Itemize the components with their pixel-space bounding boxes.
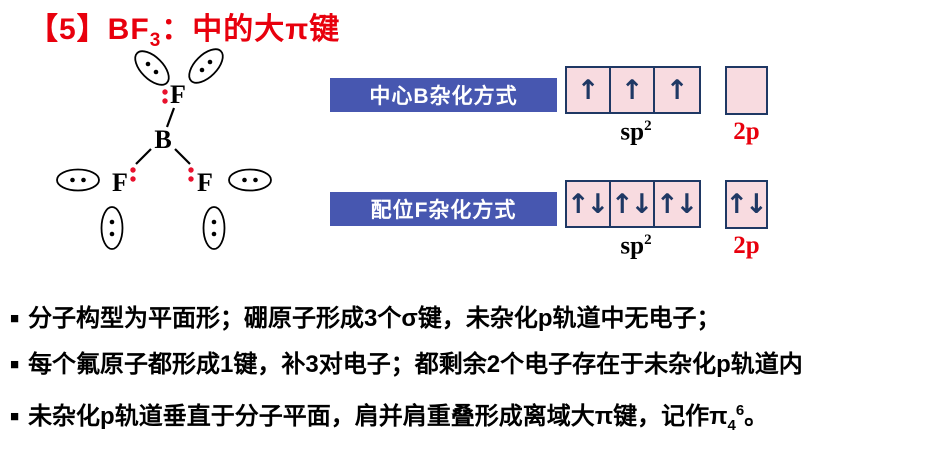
p-electron-red-dots bbox=[130, 89, 194, 182]
atom-f-right: F bbox=[197, 168, 213, 197]
bf3-lewis-structure: F B F F bbox=[56, 48, 272, 250]
sp-exponent: 2 bbox=[644, 232, 652, 248]
pi-superscript: 6 bbox=[735, 402, 745, 419]
note-text-tail: 。 bbox=[744, 403, 769, 430]
electron-arrow: ↑ bbox=[620, 74, 644, 106]
square-bullet-icon: ■ bbox=[10, 310, 20, 327]
2p-label: 2p bbox=[733, 232, 760, 259]
atom-f-left: F bbox=[112, 168, 128, 197]
pi-subscript: 4 bbox=[727, 416, 736, 434]
note-text: 每个氟原子都形成1键，补3对电子；都剩余2个电子存在于未杂化p轨道内 bbox=[28, 351, 803, 378]
sigma-bonds bbox=[135, 107, 191, 165]
electron-arrow: ↑↓ bbox=[725, 189, 767, 220]
note-line-2: ■ 每个氟原子都形成1键，补3对电子；都剩余2个电子存在于未杂化p轨道内 bbox=[10, 342, 803, 388]
orbital-box: ↑↓ bbox=[655, 182, 699, 226]
2p-label: 2p bbox=[733, 118, 760, 145]
orbital-box: ↑ bbox=[611, 68, 655, 112]
sp-base: sp bbox=[620, 118, 645, 146]
sp2-label: sp2 bbox=[565, 118, 707, 146]
electron-arrow: ↑↓ bbox=[610, 188, 653, 220]
sp-base: sp bbox=[620, 232, 645, 260]
note-text: 分子构型为平面形；硼原子形成3个σ键，未杂化p轨道中无电子； bbox=[28, 305, 721, 332]
note-line-1: ■ 分子构型为平面形；硼原子形成3个σ键，未杂化p轨道中无电子； bbox=[10, 296, 803, 342]
b-2p-orbital-box bbox=[725, 66, 768, 115]
b-hybridization-label: 中心B杂化方式 bbox=[330, 78, 557, 112]
f-sp2-orbital-boxes: ↑↓ ↑↓ ↑↓ bbox=[565, 180, 701, 228]
sp2-label: sp2 bbox=[565, 232, 707, 260]
square-bullet-icon: ■ bbox=[10, 408, 20, 425]
electron-arrow: ↑↓ bbox=[655, 188, 698, 220]
atom-f-top: F bbox=[170, 80, 186, 109]
electron-arrow: ↑ bbox=[576, 74, 600, 106]
notes-list: ■ 分子构型为平面形；硼原子形成3个σ键，未杂化p轨道中无电子； ■ 每个氟原子都形… bbox=[10, 296, 803, 449]
lone-pair-lobes bbox=[56, 48, 272, 250]
atom-labels: F B F F bbox=[112, 80, 213, 197]
note-line-3: ■ 未杂化p轨道垂直于分子平面，肩并肩重叠形成离域大π键，记作π46。 bbox=[10, 388, 803, 449]
b-sp2-orbital-boxes: ↑ ↑ ↑ bbox=[565, 66, 701, 114]
sp-exponent: 2 bbox=[644, 118, 652, 134]
lone-pair-electron-dots bbox=[70, 59, 258, 237]
orbital-box: ↑ bbox=[655, 68, 699, 112]
atom-b: B bbox=[154, 125, 171, 154]
title-subscript: 3 bbox=[149, 30, 162, 51]
orbital-box: ↑↓ bbox=[567, 182, 611, 226]
title-pre: 【5】BF bbox=[28, 13, 150, 46]
electron-arrow: ↑↓ bbox=[566, 188, 609, 220]
square-bullet-icon: ■ bbox=[10, 356, 20, 373]
page-title: 【5】BF3：中的大π键 bbox=[28, 4, 340, 52]
orbital-box: ↑↓ bbox=[611, 182, 655, 226]
f-hybridization-label: 配位F杂化方式 bbox=[330, 192, 557, 226]
note-text: 未杂化p轨道垂直于分子平面，肩并肩重叠形成离域大π键，记作π bbox=[28, 403, 728, 430]
electron-arrow: ↑ bbox=[665, 74, 689, 106]
f-2p-orbital-box: ↑↓ bbox=[725, 180, 768, 229]
orbital-box: ↑ bbox=[567, 68, 611, 112]
title-post: ：中的大π键 bbox=[161, 13, 341, 46]
